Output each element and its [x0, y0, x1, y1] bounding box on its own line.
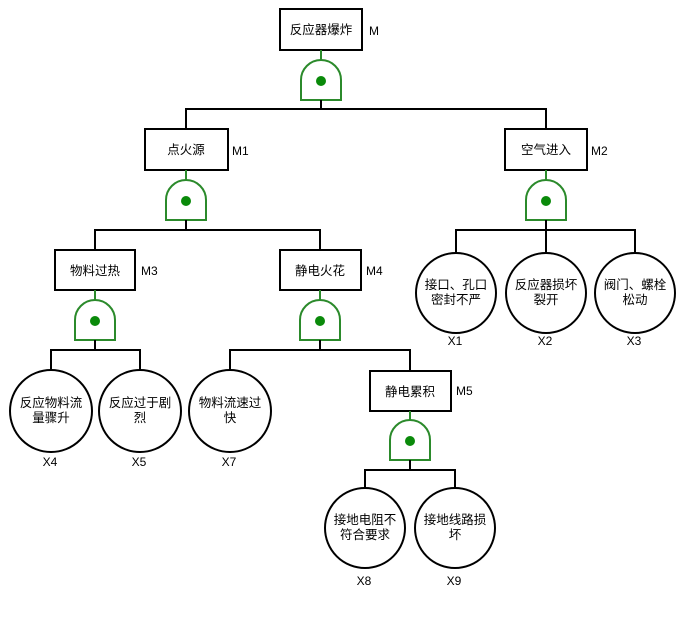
and-gate-M — [300, 50, 342, 109]
event-box[interactable] — [279, 8, 363, 51]
gate-dot-icon — [316, 76, 326, 86]
event-circle[interactable] — [98, 369, 182, 453]
gate-dot-icon — [315, 316, 325, 326]
event-label-line1: 接口、孔口 — [425, 277, 488, 292]
and-gate-M5 — [389, 411, 431, 470]
event-id: X8 — [357, 574, 372, 588]
event-id: M4 — [366, 264, 383, 278]
basic-event-X7[interactable]: 物料流速过 快 X7 — [188, 369, 272, 469]
event-label-line1: 反应器损坏 — [515, 277, 578, 292]
event-box[interactable] — [54, 249, 136, 291]
and-gate-M3 — [74, 290, 116, 350]
event-circle[interactable] — [414, 487, 496, 569]
event-id: M5 — [456, 384, 473, 398]
event-label-line1: 反应物料流 — [20, 395, 83, 410]
and-gate-M2 — [525, 170, 567, 230]
event-circle[interactable] — [9, 369, 93, 453]
and-gate-M4 — [299, 290, 341, 350]
event-id: X4 — [43, 455, 58, 469]
event-id: X1 — [448, 334, 463, 348]
event-id: M1 — [232, 144, 249, 158]
event-label: 空气进入 — [521, 142, 572, 157]
event-id: X5 — [132, 455, 147, 469]
event-label-line1: 接地线路损 — [424, 512, 487, 527]
event-id: X2 — [538, 334, 553, 348]
connector-M-children — [185, 108, 547, 129]
event-id: M — [369, 24, 379, 38]
event-id: M2 — [591, 144, 608, 158]
basic-event-X4[interactable]: 反应物料流 量骤升 X4 — [9, 369, 93, 469]
event-label-line2: 量骤升 — [32, 410, 70, 425]
event-circle[interactable] — [594, 252, 676, 334]
event-label-line2: 烈 — [134, 410, 147, 425]
event-M4[interactable]: 静电火花 M4 — [279, 249, 383, 291]
event-label: 点火源 — [167, 142, 205, 157]
event-circle[interactable] — [505, 252, 587, 334]
event-label-line2: 坏 — [449, 527, 462, 542]
connector-M2-children — [455, 229, 636, 253]
event-id: X7 — [222, 455, 237, 469]
gate-dot-icon — [405, 436, 415, 446]
basic-event-X8[interactable]: 接地电阻不 符合要求 X8 — [324, 487, 406, 588]
basic-event-X9[interactable]: 接地线路损 坏 X9 — [414, 487, 496, 588]
gate-dot-icon — [541, 196, 551, 206]
event-label-line2: 裂开 — [533, 292, 558, 307]
event-label-line1: 物料流速过 — [199, 395, 262, 410]
event-circle[interactable] — [415, 252, 497, 334]
event-M[interactable]: 反应器爆炸 M — [279, 8, 379, 51]
event-label-line2: 松动 — [622, 292, 647, 307]
event-label: 物料过热 — [70, 263, 121, 278]
event-M2[interactable]: 空气进入 M2 — [504, 128, 608, 171]
basic-event-X3[interactable]: 阀门、螺栓 松动 X3 — [594, 252, 676, 348]
event-label-line1: 反应过于剧 — [109, 395, 172, 410]
event-label: 静电火花 — [295, 263, 345, 278]
event-box[interactable] — [369, 370, 452, 412]
gate-dot-icon — [90, 316, 100, 326]
event-label: 反应器爆炸 — [290, 22, 353, 37]
event-M3[interactable]: 物料过热 M3 — [54, 249, 158, 291]
basic-event-X5[interactable]: 反应过于剧 烈 X5 — [98, 369, 182, 469]
event-box[interactable] — [279, 249, 362, 291]
connector-M3-children — [50, 349, 141, 370]
basic-event-X2[interactable]: 反应器损坏 裂开 X2 — [505, 252, 587, 348]
connector-M4-children — [229, 349, 411, 371]
basic-event-X1[interactable]: 接口、孔口 密封不严 X1 — [415, 252, 497, 348]
event-id: X9 — [447, 574, 462, 588]
event-M1[interactable]: 点火源 M1 — [144, 128, 249, 171]
event-label-line2: 快 — [224, 410, 237, 425]
event-id: M3 — [141, 264, 158, 278]
gate-dot-icon — [181, 196, 191, 206]
event-box[interactable] — [144, 128, 229, 171]
connector-M1-children — [94, 229, 321, 250]
event-label-line1: 阀门、螺栓 — [604, 277, 667, 292]
event-circle[interactable] — [188, 369, 272, 453]
event-box[interactable] — [504, 128, 588, 171]
event-label-line2: 密封不严 — [431, 292, 481, 307]
event-label: 静电累积 — [385, 384, 435, 399]
connector-M5-children — [364, 469, 456, 488]
and-gate-M1 — [165, 170, 207, 230]
event-id: X3 — [627, 334, 642, 348]
event-circle[interactable] — [324, 487, 406, 569]
event-label-line2: 符合要求 — [340, 527, 391, 542]
event-label-line1: 接地电阻不 — [334, 512, 397, 527]
event-M5[interactable]: 静电累积 M5 — [369, 370, 473, 412]
